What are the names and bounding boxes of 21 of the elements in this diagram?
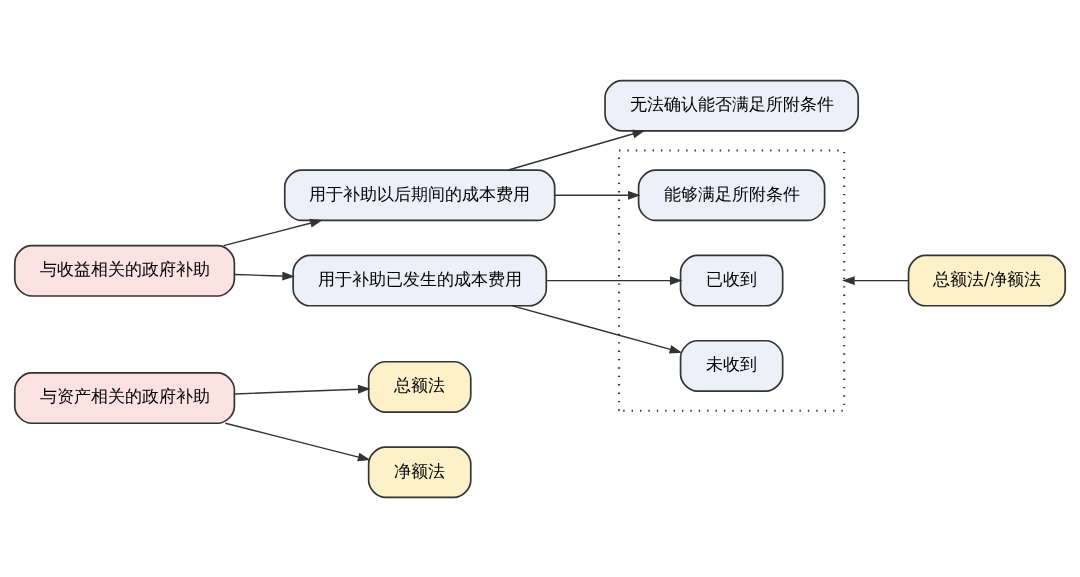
node-box: 未收到: [679, 339, 784, 392]
arrow: [842, 275, 910, 285]
node-box: 净额法: [367, 445, 472, 498]
arrow: [224, 422, 371, 461]
node-box: 用于补助已发生的成本费用: [292, 254, 548, 307]
node-box: 用于补助以后期间的成本费用: [283, 168, 556, 221]
arrow: [233, 271, 295, 280]
arrow: [223, 218, 323, 246]
arrow: [545, 275, 683, 285]
cluster: [618, 149, 846, 412]
arrow: [511, 304, 683, 354]
arrow: [233, 384, 371, 395]
node-box: 与资产相关的政府补助: [13, 371, 236, 424]
node-box: 能够满足所附条件: [637, 168, 826, 221]
arrow: [554, 190, 641, 200]
node-box: 总额法: [367, 360, 472, 413]
node-box: 无法确认能否满足所附条件: [604, 79, 860, 132]
node-box: 与收益相关的政府补助: [13, 244, 236, 297]
node-box: 总额法/净额法: [907, 254, 1067, 307]
arrow: [507, 129, 646, 171]
node-box: 已收到: [679, 254, 784, 307]
